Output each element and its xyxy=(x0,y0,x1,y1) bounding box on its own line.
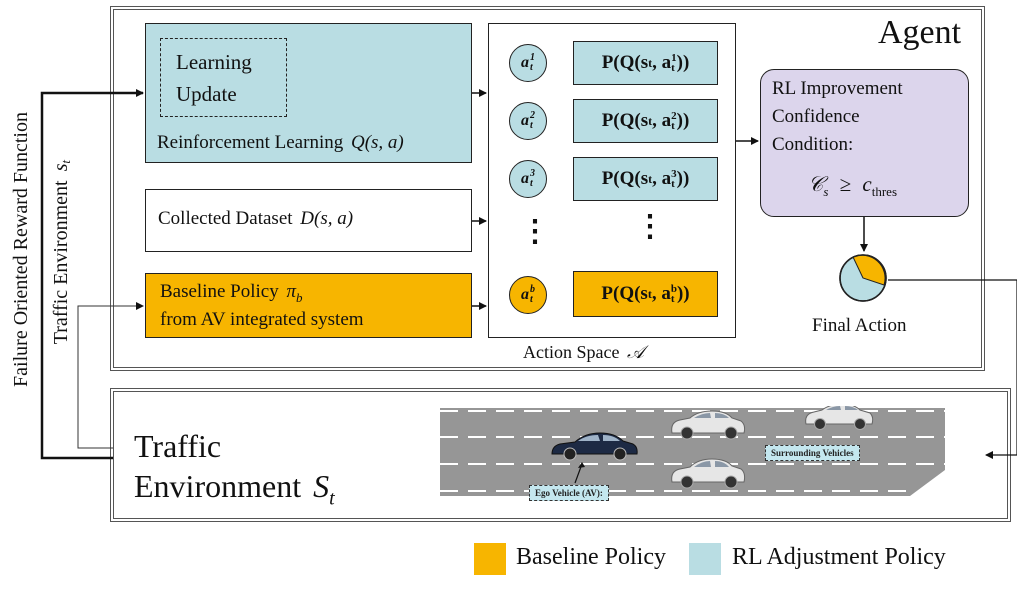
ego-vehicle-label: Ego Vehicle (AV): xyxy=(529,485,609,501)
surrounding-vehicle-icon-1 xyxy=(671,410,746,440)
legend-baseline-label: Baseline Policy xyxy=(516,544,666,570)
final-action-label: Final Action xyxy=(812,315,907,336)
dataset-title: Collected Dataset xyxy=(158,208,293,229)
baseline-policy-line2: from AV integrated system xyxy=(160,309,364,330)
final-action-icon xyxy=(839,254,887,302)
reinforcement-learning-box xyxy=(145,23,472,163)
reinforcement-learning-label: Reinforcement Learning Q(s, a) xyxy=(157,132,404,155)
legend-rl-label: RL Adjustment Policy xyxy=(732,544,946,570)
action-space-title: Action Space xyxy=(523,342,620,362)
baseline-title: Baseline Policy xyxy=(160,281,279,302)
learning-update-box xyxy=(160,38,287,117)
ego-vehicle-icon xyxy=(551,432,638,461)
condition-line3: Condition: xyxy=(772,134,854,155)
learning-update-line2: Update xyxy=(176,82,237,106)
condition-line1: RL Improvement xyxy=(772,78,903,99)
action-space-label: Action Space 𝒜 xyxy=(523,342,644,364)
surrounding-vehicles-label: Surrounding Vehicles xyxy=(765,445,860,461)
collected-dataset-label: Collected Dataset D(s, a) xyxy=(158,208,353,231)
baseline-pi: π xyxy=(286,281,297,302)
surrounding-vehicle-icon-3 xyxy=(671,458,746,489)
agent-title: Agent xyxy=(878,14,962,51)
condition-box xyxy=(760,69,969,217)
condition-line2: Confidence xyxy=(772,106,860,127)
road-scene xyxy=(440,406,945,496)
baseline-pi-sub: b xyxy=(296,289,303,305)
condition-formula: 𝒞s ≥ cthres xyxy=(808,172,898,200)
legend-rl-swatch xyxy=(689,543,721,575)
baseline-policy-box xyxy=(145,273,472,338)
dataset-d-function: D(s, a) xyxy=(300,208,354,229)
traffic-environment-line1: Traffic xyxy=(134,428,222,464)
rl-title: Reinforcement Learning xyxy=(157,132,344,153)
action-ellipsis-left: ⋮ xyxy=(520,215,550,248)
surrounding-vehicle-icon-2 xyxy=(805,406,874,430)
baseline-policy-line1: Baseline Policy πb xyxy=(160,281,303,305)
collected-dataset-box xyxy=(145,189,472,252)
rl-q-function: Q(s, a) xyxy=(350,132,404,153)
learning-update-line1: Learning xyxy=(176,50,252,74)
action-space-symbol: 𝒜 xyxy=(626,342,644,362)
action-ellipsis-right: ⋮ xyxy=(635,210,665,243)
legend-baseline-swatch xyxy=(474,543,506,575)
traffic-environment-line2: Environment St xyxy=(134,468,335,510)
